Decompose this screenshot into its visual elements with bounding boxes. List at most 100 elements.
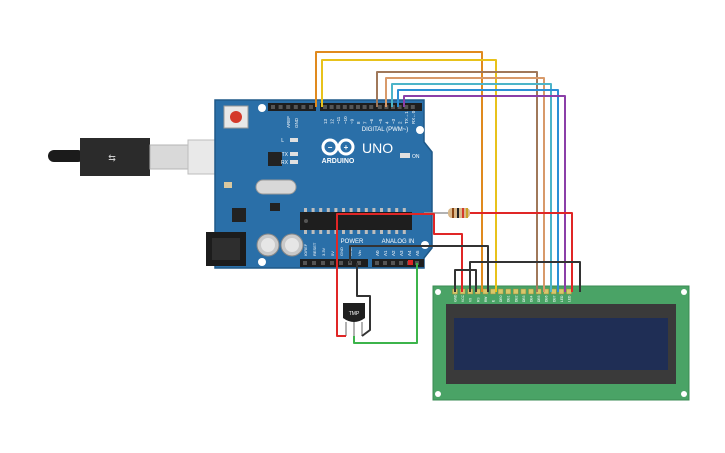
lcd-pin[interactable] bbox=[513, 288, 519, 295]
capacitors bbox=[256, 233, 304, 257]
digital-pin-label: RX←0 bbox=[411, 110, 416, 124]
wire-blue bbox=[397, 89, 559, 292]
power-pin-hole[interactable] bbox=[330, 261, 334, 265]
digital-label: DIGITAL (PWM~) bbox=[362, 127, 409, 133]
wire-red-vcc bbox=[336, 213, 463, 292]
digital-pin-hole[interactable] bbox=[356, 105, 360, 109]
digital-pin-hole[interactable] bbox=[377, 105, 382, 109]
crystal-oscillator bbox=[255, 179, 297, 195]
wire-purple bbox=[403, 95, 566, 292]
lcd-pin[interactable] bbox=[558, 288, 565, 295]
power-pin-hole[interactable] bbox=[303, 261, 307, 265]
digital-pin-label: 13 bbox=[323, 118, 328, 124]
analog-pin-hole[interactable] bbox=[375, 261, 379, 265]
usb-icon: ⇆ bbox=[108, 153, 116, 163]
temperature-sensor[interactable]: TMP bbox=[343, 303, 365, 336]
wire-black-lcd bbox=[454, 269, 477, 292]
digital-pin-hole[interactable] bbox=[342, 105, 347, 109]
lcd-pin[interactable] bbox=[528, 288, 534, 295]
digital-pin-label: ~10 bbox=[343, 116, 348, 124]
power-label: POWER bbox=[341, 239, 364, 245]
reset-button[interactable] bbox=[223, 105, 249, 129]
digital-pin-hole[interactable] bbox=[410, 105, 415, 109]
lcd-pin-label: GND bbox=[454, 294, 458, 302]
lcd-pin-label: LED bbox=[560, 295, 564, 302]
tx-led bbox=[290, 152, 298, 156]
digital-pin-hole[interactable] bbox=[336, 105, 341, 109]
model-label: UNO bbox=[362, 140, 393, 156]
digital-pin-label: 8 bbox=[356, 121, 361, 124]
analog-pin-label: A0 bbox=[375, 250, 380, 256]
analog-pin-label: A1 bbox=[383, 250, 388, 256]
aref-label: AREF bbox=[286, 116, 291, 128]
lcd-pin-label: RW bbox=[484, 296, 488, 302]
lcd-pin[interactable] bbox=[520, 288, 527, 295]
power-pin-hole[interactable] bbox=[339, 261, 343, 265]
on-led-label: ON bbox=[412, 154, 420, 160]
wire-teal bbox=[391, 83, 552, 292]
digital-pin-hole[interactable] bbox=[349, 105, 354, 109]
lcd-pin-label: DB6 bbox=[545, 295, 549, 302]
power-pin-label: RESET bbox=[312, 242, 317, 256]
lcd-pin-label: E bbox=[492, 299, 496, 302]
digital-pin-hole[interactable] bbox=[369, 105, 374, 109]
tx-led-label: TX bbox=[282, 152, 289, 158]
digital-pin-hole[interactable] bbox=[362, 105, 367, 109]
power-pin-hole[interactable] bbox=[357, 261, 361, 265]
arduino-logo: − + bbox=[321, 138, 355, 156]
analog-pin-label: A5 bbox=[415, 250, 420, 256]
lcd-pin-label: DB3 bbox=[522, 295, 526, 302]
voltage-regulator bbox=[232, 208, 246, 222]
lcd-pin-label: V0 bbox=[469, 298, 473, 302]
digital-pin-label: 12 bbox=[330, 118, 335, 124]
lcd-pin[interactable] bbox=[551, 288, 557, 295]
usb-chip bbox=[268, 152, 282, 166]
analog-pin-hole[interactable] bbox=[391, 261, 395, 265]
analog-in-label: ANALOG IN bbox=[382, 239, 415, 245]
a0-highlight bbox=[408, 260, 413, 265]
digital-pin-label: ~6 bbox=[369, 118, 374, 124]
power-led bbox=[400, 153, 410, 158]
lcd-pin-label: VCC bbox=[461, 294, 465, 302]
digital-pin-label: ~5 bbox=[378, 118, 383, 124]
lcd-screen bbox=[454, 318, 668, 370]
digital-pin-hole[interactable] bbox=[323, 105, 327, 109]
lcd-pin-label: DB5 bbox=[537, 295, 541, 302]
power-pin-hole[interactable] bbox=[312, 261, 316, 265]
usb-cable: ⇆ bbox=[48, 138, 221, 176]
digital-pin-label: 4 bbox=[384, 121, 389, 124]
lcd-pin[interactable] bbox=[505, 288, 511, 295]
svg-text:−: − bbox=[328, 143, 333, 152]
lcd-pin-label: DB4 bbox=[530, 295, 534, 302]
digital-pin-label: ~11 bbox=[336, 116, 341, 124]
digital-pin-label: 7 bbox=[363, 121, 368, 124]
power-pin-label: GND bbox=[339, 247, 344, 256]
wires bbox=[315, 51, 581, 344]
digital-pin-hole[interactable] bbox=[404, 105, 409, 109]
wire-black-gnd bbox=[349, 245, 489, 292]
lcd-pin[interactable] bbox=[490, 288, 496, 295]
analog-pin-label: A2 bbox=[391, 250, 396, 256]
digital-pin-hole[interactable] bbox=[397, 105, 402, 109]
l-led-label: L bbox=[281, 138, 284, 144]
atmega-chip bbox=[300, 208, 412, 234]
lcd-pin-label: LED bbox=[568, 295, 572, 302]
digital-pin-label: TX→1 bbox=[404, 111, 409, 124]
digital-header[interactable] bbox=[268, 103, 422, 111]
wire-red-led bbox=[470, 212, 573, 292]
lcd-pin[interactable] bbox=[566, 288, 572, 295]
lcd-pin-label: RS bbox=[476, 297, 480, 302]
lcd-pin-label: DB7 bbox=[552, 295, 556, 302]
analog-pin-hole[interactable] bbox=[383, 261, 387, 265]
wire-yellow bbox=[321, 59, 497, 292]
power-pin-hole[interactable] bbox=[321, 261, 325, 265]
l-led bbox=[290, 138, 298, 142]
lcd-pin[interactable] bbox=[497, 288, 504, 295]
digital-pin-hole[interactable] bbox=[329, 105, 334, 109]
analog-pin-hole[interactable] bbox=[399, 261, 403, 265]
